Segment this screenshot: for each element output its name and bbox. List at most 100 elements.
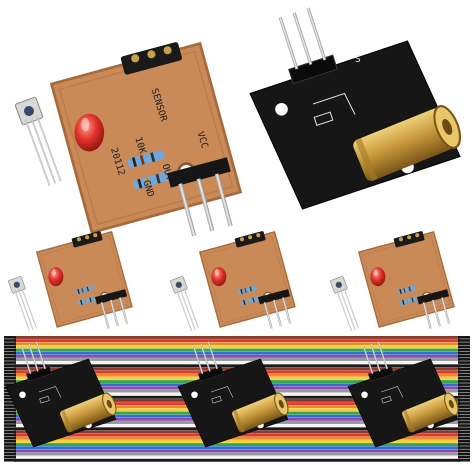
- ribbon-wire: [14, 443, 460, 446]
- ribbon-wire: [14, 348, 460, 352]
- receiver-module-large: 10K 20112 OUT GND VCC SENSOR: [50, 40, 242, 238]
- connector-left: [4, 449, 16, 453]
- connector-left: [4, 414, 16, 418]
- ribbon-wire: [14, 342, 460, 346]
- ribbon-wire: [14, 446, 460, 450]
- connector-right: [458, 455, 470, 459]
- ribbon-wire: [14, 339, 460, 343]
- ribbon-wire: [14, 354, 460, 358]
- connector-left: [4, 417, 16, 421]
- laser-module-large: S: [248, 6, 467, 211]
- connector-left: [4, 439, 16, 443]
- connector-left: [4, 424, 16, 427]
- connector-right: [458, 348, 470, 352]
- receiver-module-small-3: [358, 230, 455, 330]
- ribbon-wire: [14, 449, 460, 453]
- connector-right: [458, 380, 470, 383]
- ribbon-wire: [14, 345, 460, 349]
- connector-left: [4, 367, 16, 371]
- connector-left: [4, 446, 16, 449]
- connector-right: [458, 342, 470, 345]
- connector-right: [458, 367, 470, 371]
- connector-right: [458, 358, 470, 361]
- ribbon-wire: [14, 452, 460, 456]
- ribbon-wire: [14, 358, 460, 361]
- connector-left: [4, 399, 16, 402]
- connector-left: [4, 351, 16, 355]
- connector-right: [458, 402, 470, 405]
- connector-left: [4, 364, 16, 368]
- connector-right: [458, 351, 470, 355]
- ir-sensor-large: [14, 96, 63, 187]
- connector-left: [4, 443, 16, 446]
- connector-left: [4, 402, 16, 405]
- connector-left: [4, 452, 16, 456]
- connector-right: [458, 373, 470, 377]
- connector-right: [458, 424, 470, 427]
- connector-right: [458, 386, 470, 390]
- connector-right: [458, 439, 470, 443]
- connector-right: [458, 411, 470, 415]
- connector-right: [458, 399, 470, 402]
- connector-left: [4, 458, 16, 462]
- connector-right: [458, 389, 470, 393]
- connector-right: [458, 345, 470, 349]
- receiver-module-small-1: [36, 230, 133, 330]
- ir-sensor-small-1: [7, 275, 38, 332]
- connector-left: [4, 433, 16, 437]
- connector-left: [4, 354, 16, 358]
- connector-right: [458, 458, 470, 462]
- connector-left: [4, 361, 16, 364]
- connector-left: [4, 345, 16, 349]
- connector-right: [458, 433, 470, 437]
- connector-left: [4, 455, 16, 459]
- connector-right: [458, 354, 470, 358]
- connector-left: [4, 342, 16, 345]
- connector-left: [4, 358, 16, 361]
- ir-sensor-small-2: [169, 275, 200, 332]
- connector-left: [4, 380, 16, 383]
- connector-left: [4, 336, 16, 339]
- connector-right: [458, 395, 470, 399]
- connector-left: [4, 405, 16, 408]
- connector-right: [458, 430, 470, 434]
- label-pin-vcc: VCC: [194, 130, 210, 150]
- connector-right: [458, 383, 470, 386]
- connector-right: [458, 443, 470, 446]
- connector-right: [458, 339, 470, 342]
- connector-left: [4, 376, 16, 380]
- ribbon-wire: [14, 351, 460, 355]
- connector-left: [4, 370, 16, 374]
- connector-right: [458, 421, 470, 424]
- connector-left: [4, 427, 16, 431]
- connector-right: [458, 405, 470, 408]
- ribbon-wire: [14, 436, 460, 440]
- connector-right: [458, 364, 470, 368]
- label-pin-s: S: [355, 54, 361, 65]
- connector-left: [4, 411, 16, 415]
- connector-right: [458, 417, 470, 421]
- ribbon-wire: [14, 455, 460, 459]
- receiver-module-small-2: [199, 230, 296, 330]
- connector-right: [458, 446, 470, 449]
- ribbon-wire: [14, 458, 460, 462]
- connector-right: [458, 414, 470, 418]
- connector-left: [4, 421, 16, 424]
- connector-right: [458, 336, 470, 339]
- label-pin-gnd: GND: [140, 179, 156, 199]
- connector-right: [458, 449, 470, 453]
- ribbon-wire: [14, 361, 460, 365]
- connector-right: [458, 392, 470, 396]
- connector-left: [4, 383, 16, 386]
- label-part-number: 10K: [132, 136, 148, 156]
- ribbon-wire: [14, 336, 460, 339]
- ribbon-wire: [14, 439, 460, 443]
- ribbon-wire: [14, 364, 460, 368]
- connector-left: [4, 395, 16, 399]
- connector-right: [458, 452, 470, 456]
- connector-left: [4, 373, 16, 377]
- connector-left: [4, 430, 16, 434]
- connector-left: [4, 348, 16, 352]
- connector-left: [4, 436, 16, 440]
